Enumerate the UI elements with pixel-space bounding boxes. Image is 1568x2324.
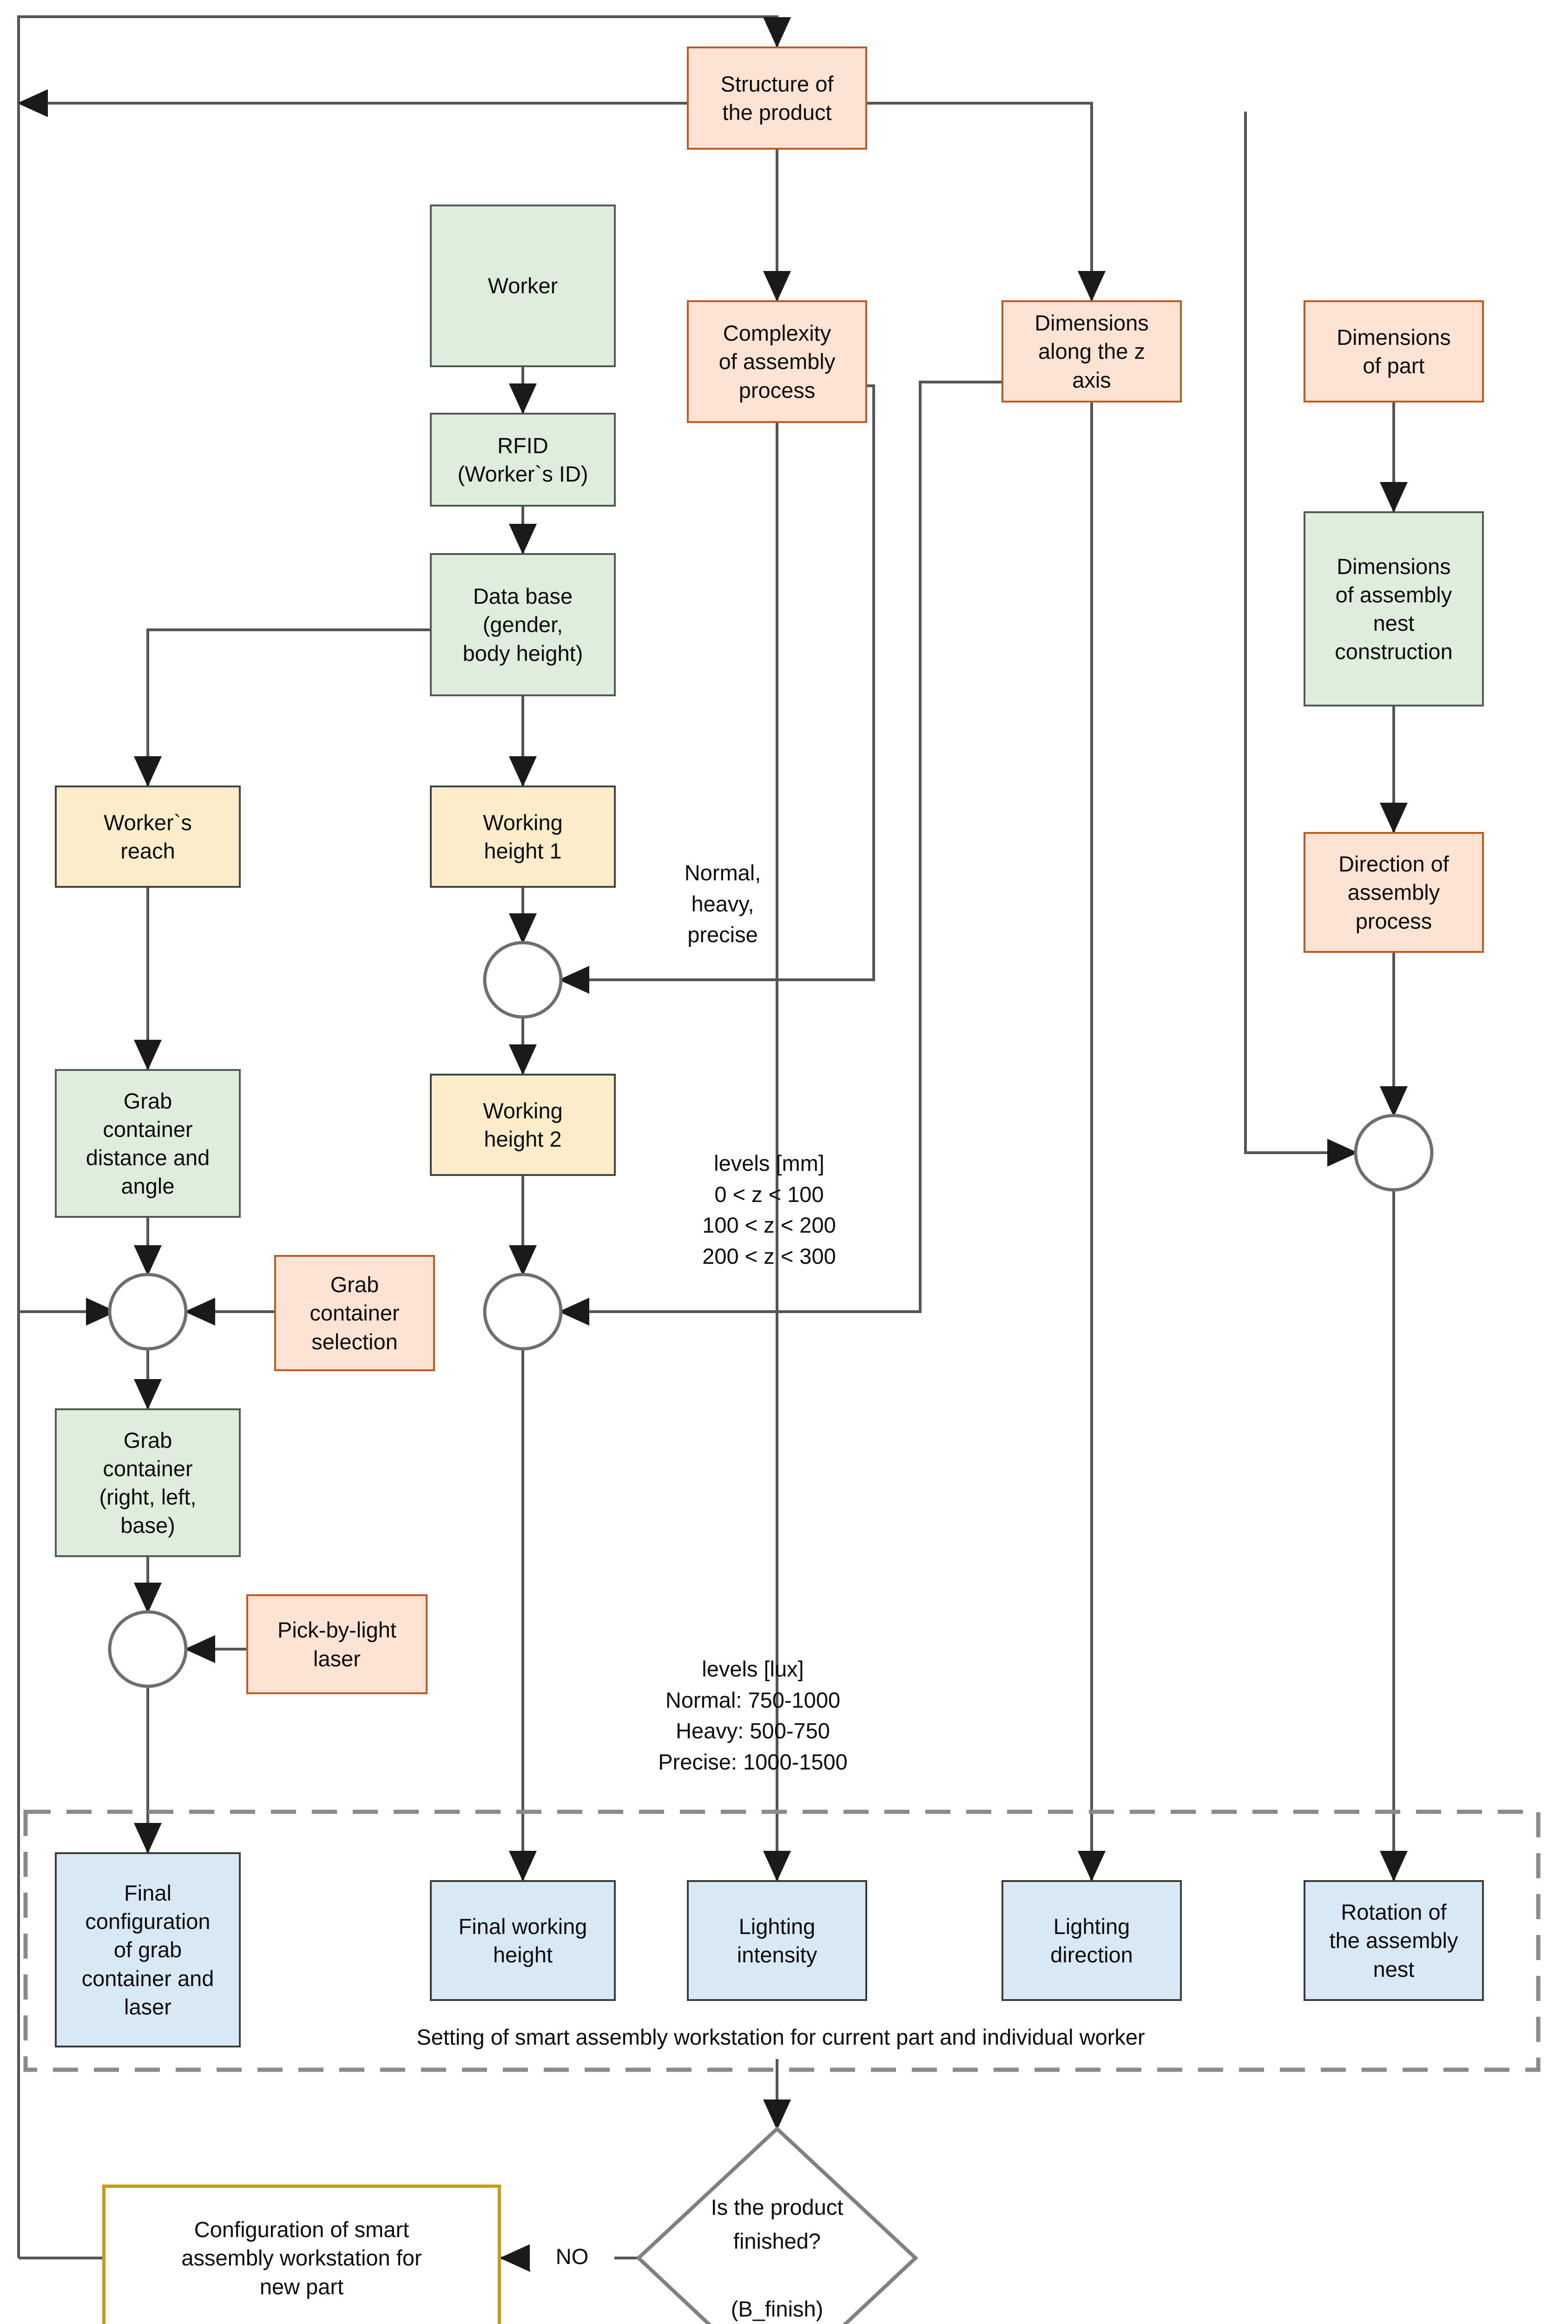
node-label: Structure of the product bbox=[720, 71, 834, 125]
node-structure-of-the-product[interactable]: Structure of the product bbox=[687, 46, 867, 150]
node-label: Grab container selection bbox=[310, 1272, 400, 1354]
node-rotation-of-the-assembly-nest[interactable]: Rotation of the assembly nest bbox=[1304, 1880, 1484, 2001]
node-label: Final working height bbox=[458, 1914, 587, 1967]
node-label: Grab container distance and angle bbox=[86, 1088, 210, 1199]
node-label: Data base (gender, body height) bbox=[462, 584, 583, 666]
node-grab-container-distance-and-angle[interactable]: Grab container distance and angle bbox=[55, 1069, 241, 1218]
node-label: Pick-by-light laser bbox=[277, 1618, 396, 1671]
node-label: Lighting intensity bbox=[737, 1914, 817, 1967]
dashed-region-label: Setting of smart assembly workstation fo… bbox=[416, 2025, 1145, 2049]
node-label: Grab container (right, left, base) bbox=[99, 1427, 197, 1538]
node-final-working-height[interactable]: Final working height bbox=[430, 1880, 616, 2001]
node-grab-container-right-left-base[interactable]: Grab container (right, left, base) bbox=[55, 1408, 241, 1557]
annotation-z-levels: levels [mm] 0 < z < 100 100 < z < 200 20… bbox=[702, 1151, 836, 1269]
node-label: Direction of assembly process bbox=[1338, 852, 1449, 933]
node-label: Configuration of smart assembly workstat… bbox=[181, 2217, 422, 2299]
node-final-configuration-of-grab-container-and-laser[interactable]: Final configuration of grab container an… bbox=[55, 1852, 241, 2047]
node-lighting-intensity[interactable]: Lighting intensity bbox=[687, 1880, 867, 2001]
node-label: Working height 1 bbox=[483, 810, 563, 863]
junction-circle-laser-merge bbox=[108, 1610, 188, 1688]
node-label: Rotation of the assembly nest bbox=[1329, 1900, 1458, 1981]
node-complexity-of-assembly-process[interactable]: Complexity of assembly process bbox=[687, 300, 867, 423]
node-dimensions-of-part[interactable]: Dimensions of part bbox=[1304, 300, 1484, 403]
node-label: RFID (Worker`s ID) bbox=[457, 433, 588, 486]
node-workers-reach[interactable]: Worker`s reach bbox=[55, 786, 241, 888]
annotation-complexity-levels: Normal, heavy, precise bbox=[684, 860, 761, 947]
node-dimensions-along-z-axis[interactable]: Dimensions along the z axis bbox=[1001, 300, 1182, 403]
node-label: Worker bbox=[488, 273, 558, 298]
junction-circle-z-levels bbox=[483, 1273, 563, 1351]
node-pick-by-light-laser[interactable]: Pick-by-light laser bbox=[246, 1594, 428, 1694]
annotation-lux-levels: levels [lux] Normal: 750-1000 Heavy: 500… bbox=[658, 1657, 848, 1775]
node-label: Complexity of assembly process bbox=[718, 321, 836, 403]
junction-circle-working-height bbox=[483, 941, 563, 1019]
node-lighting-direction[interactable]: Lighting direction bbox=[1001, 1880, 1182, 2001]
junction-circle-rotation bbox=[1354, 1114, 1434, 1192]
node-rfid-worker-id[interactable]: RFID (Worker`s ID) bbox=[430, 413, 616, 507]
node-direction-of-assembly-process[interactable]: Direction of assembly process bbox=[1304, 832, 1484, 953]
node-data-base[interactable]: Data base (gender, body height) bbox=[430, 553, 616, 696]
node-label: Working height 2 bbox=[483, 1098, 563, 1151]
node-label: Dimensions of part bbox=[1337, 324, 1451, 378]
node-grab-container-selection[interactable]: Grab container selection bbox=[274, 1255, 435, 1371]
node-label: Worker`s reach bbox=[104, 810, 192, 863]
node-label: Dimensions of assembly nest construction bbox=[1335, 554, 1453, 664]
decision-is-the-product-finished[interactable]: Is the product finished? (B_finish) bbox=[639, 2129, 916, 2324]
node-dimensions-of-assembly-nest-construction[interactable]: Dimensions of assembly nest construction bbox=[1304, 511, 1484, 706]
edge-label-no: NO bbox=[530, 2243, 614, 2270]
node-label: Lighting direction bbox=[1050, 1914, 1133, 1967]
node-worker[interactable]: Worker bbox=[430, 205, 616, 367]
node-working-height-1[interactable]: Working height 1 bbox=[430, 786, 616, 888]
node-configuration-for-new-part[interactable]: Configuration of smart assembly workstat… bbox=[102, 2185, 501, 2324]
node-label: Final configuration of grab container an… bbox=[81, 1881, 214, 2019]
node-working-height-2[interactable]: Working height 2 bbox=[430, 1074, 616, 1176]
node-label: Dimensions along the z axis bbox=[1034, 310, 1149, 392]
decision-label: Is the product finished? (B_finish) bbox=[711, 2195, 843, 2321]
junction-circle-grab-merge bbox=[108, 1273, 188, 1351]
